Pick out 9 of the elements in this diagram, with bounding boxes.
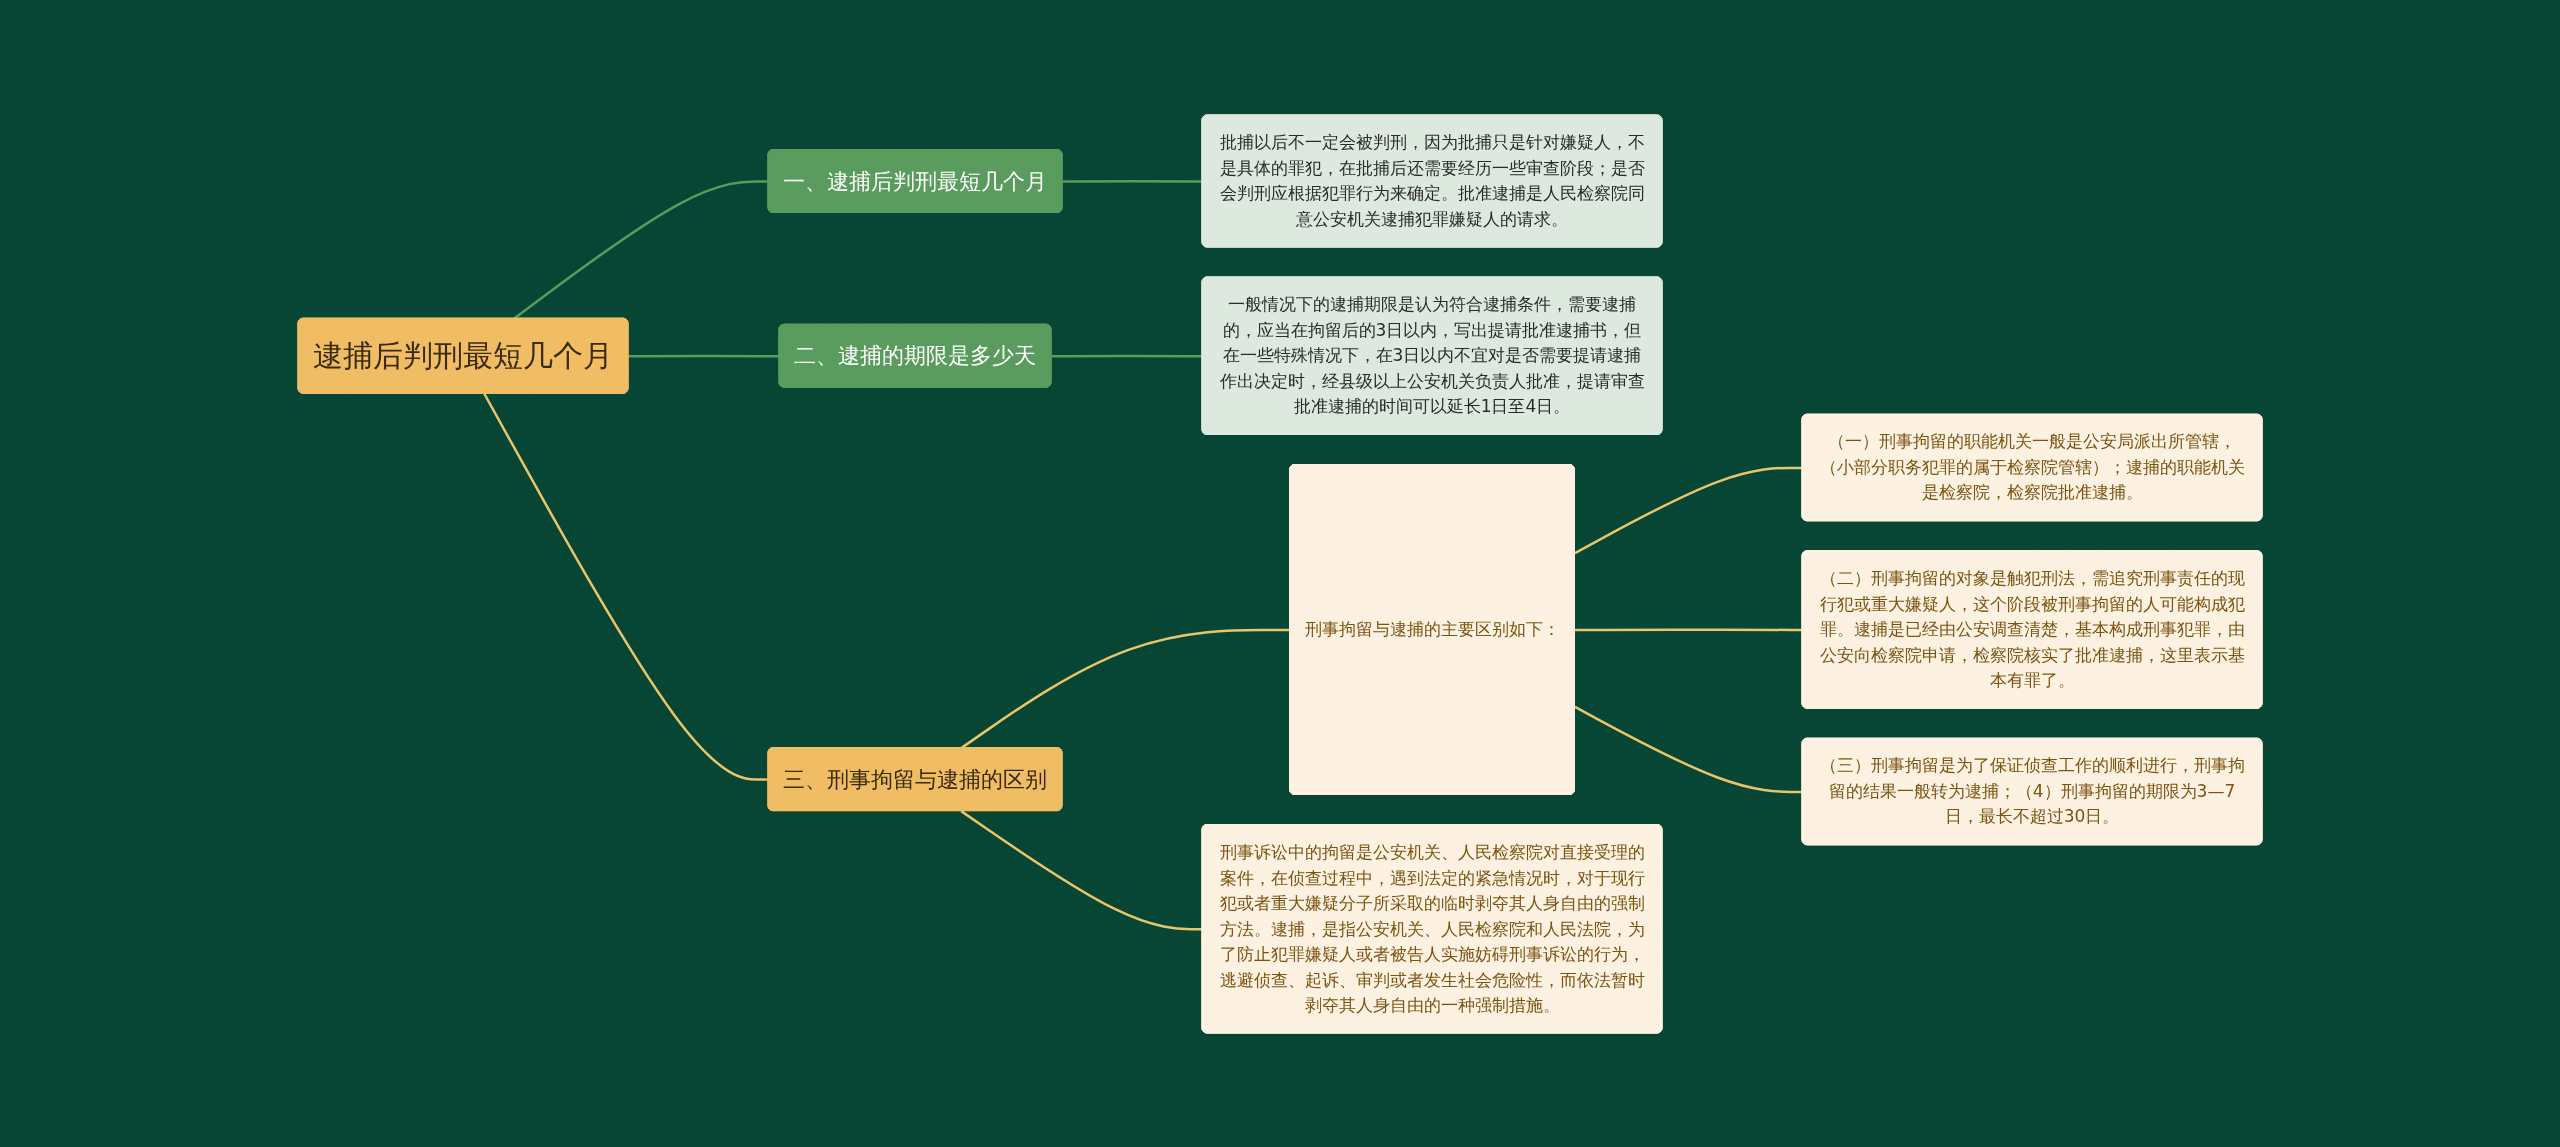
connector	[1574, 705, 1803, 793]
connector	[960, 809, 1203, 930]
connector	[1062, 179, 1203, 183]
connector	[483, 392, 769, 781]
connector	[960, 628, 1290, 749]
connector	[1575, 627, 1803, 631]
connector	[628, 354, 780, 357]
connector	[1051, 354, 1203, 357]
connector	[1574, 466, 1803, 554]
